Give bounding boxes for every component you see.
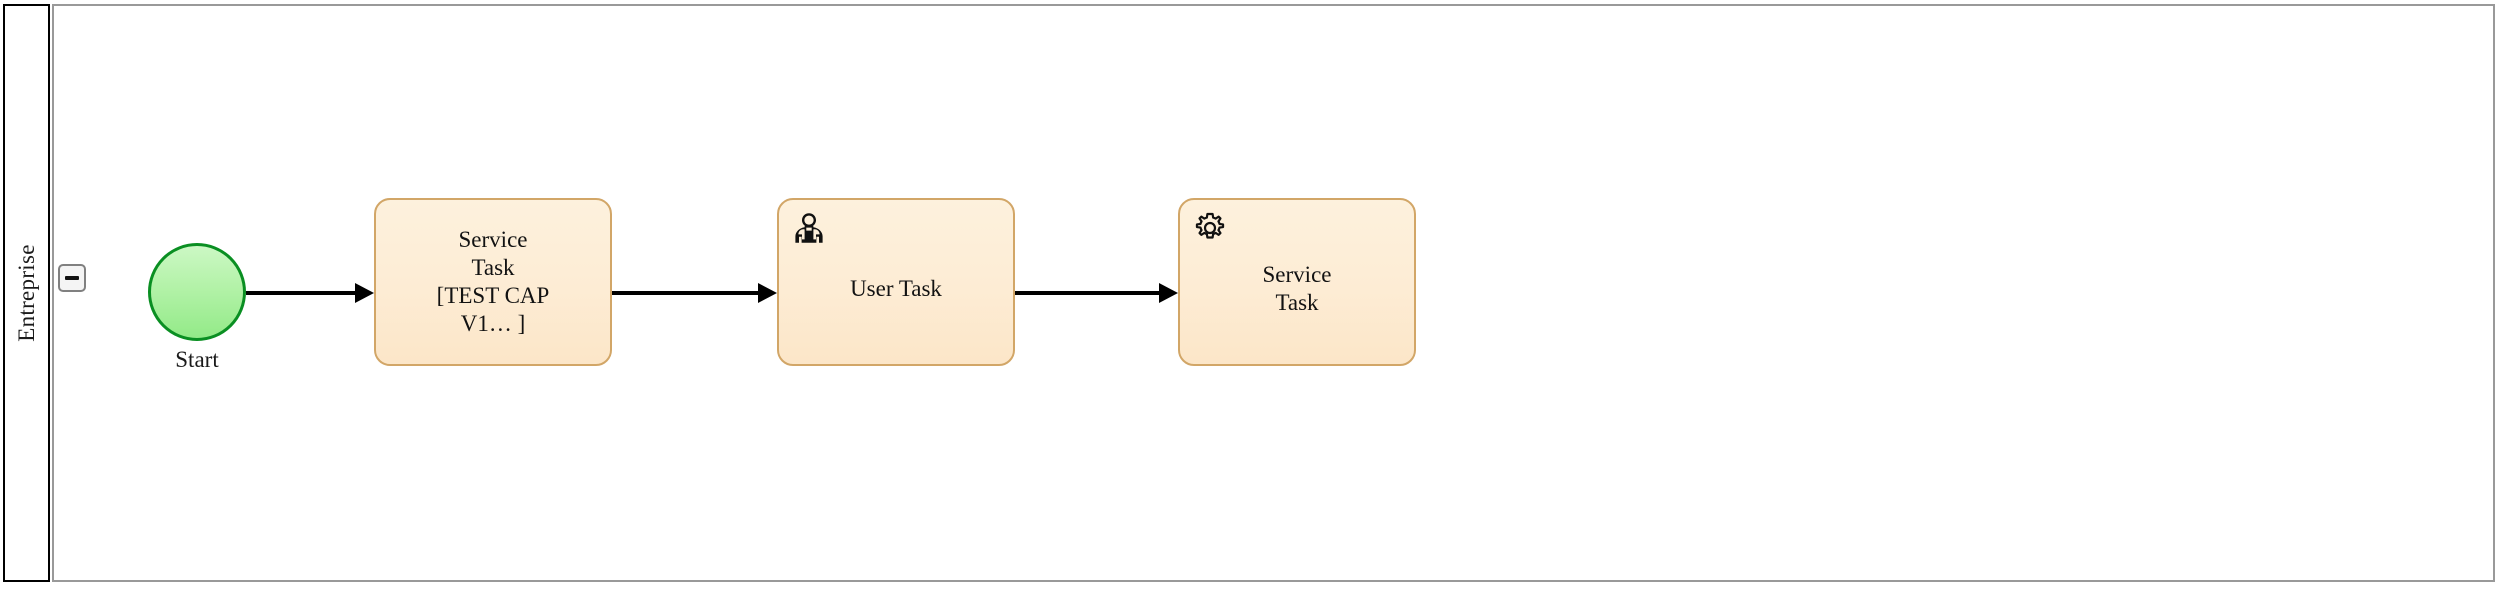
arrowhead-icon [1159, 283, 1178, 303]
task-service-2-label: Service Task [1262, 261, 1332, 315]
task-service-1[interactable]: Service Task [TEST CAP V1… ] [374, 198, 612, 366]
arrowhead-icon [355, 283, 374, 303]
flow-line [612, 291, 758, 295]
sequence-flow-start-to-service-1[interactable] [246, 283, 374, 303]
start-event-circle [148, 243, 246, 341]
task-service-2[interactable]: Service Task [1178, 198, 1416, 366]
flow-line [1015, 291, 1159, 295]
user-icon [791, 210, 827, 246]
start-event-label: Start [175, 347, 219, 372]
task-service-1-label: Service Task [TEST CAP V1… ] [436, 227, 550, 336]
lane-header-label: Entreprise [13, 244, 39, 342]
flow-line [246, 291, 355, 295]
lane-header[interactable]: Entreprise [3, 4, 50, 582]
task-user-label: User Task [850, 275, 942, 301]
sequence-flow-user-to-service-2[interactable] [1015, 283, 1178, 303]
gear-icon [1192, 210, 1228, 246]
task-user[interactable]: User Task [777, 198, 1015, 366]
minus-icon [65, 276, 79, 280]
arrowhead-icon [758, 283, 777, 303]
start-event[interactable] [148, 243, 246, 341]
sequence-flow-service-1-to-user[interactable] [612, 283, 777, 303]
lane-collapse-button[interactable] [58, 264, 86, 292]
